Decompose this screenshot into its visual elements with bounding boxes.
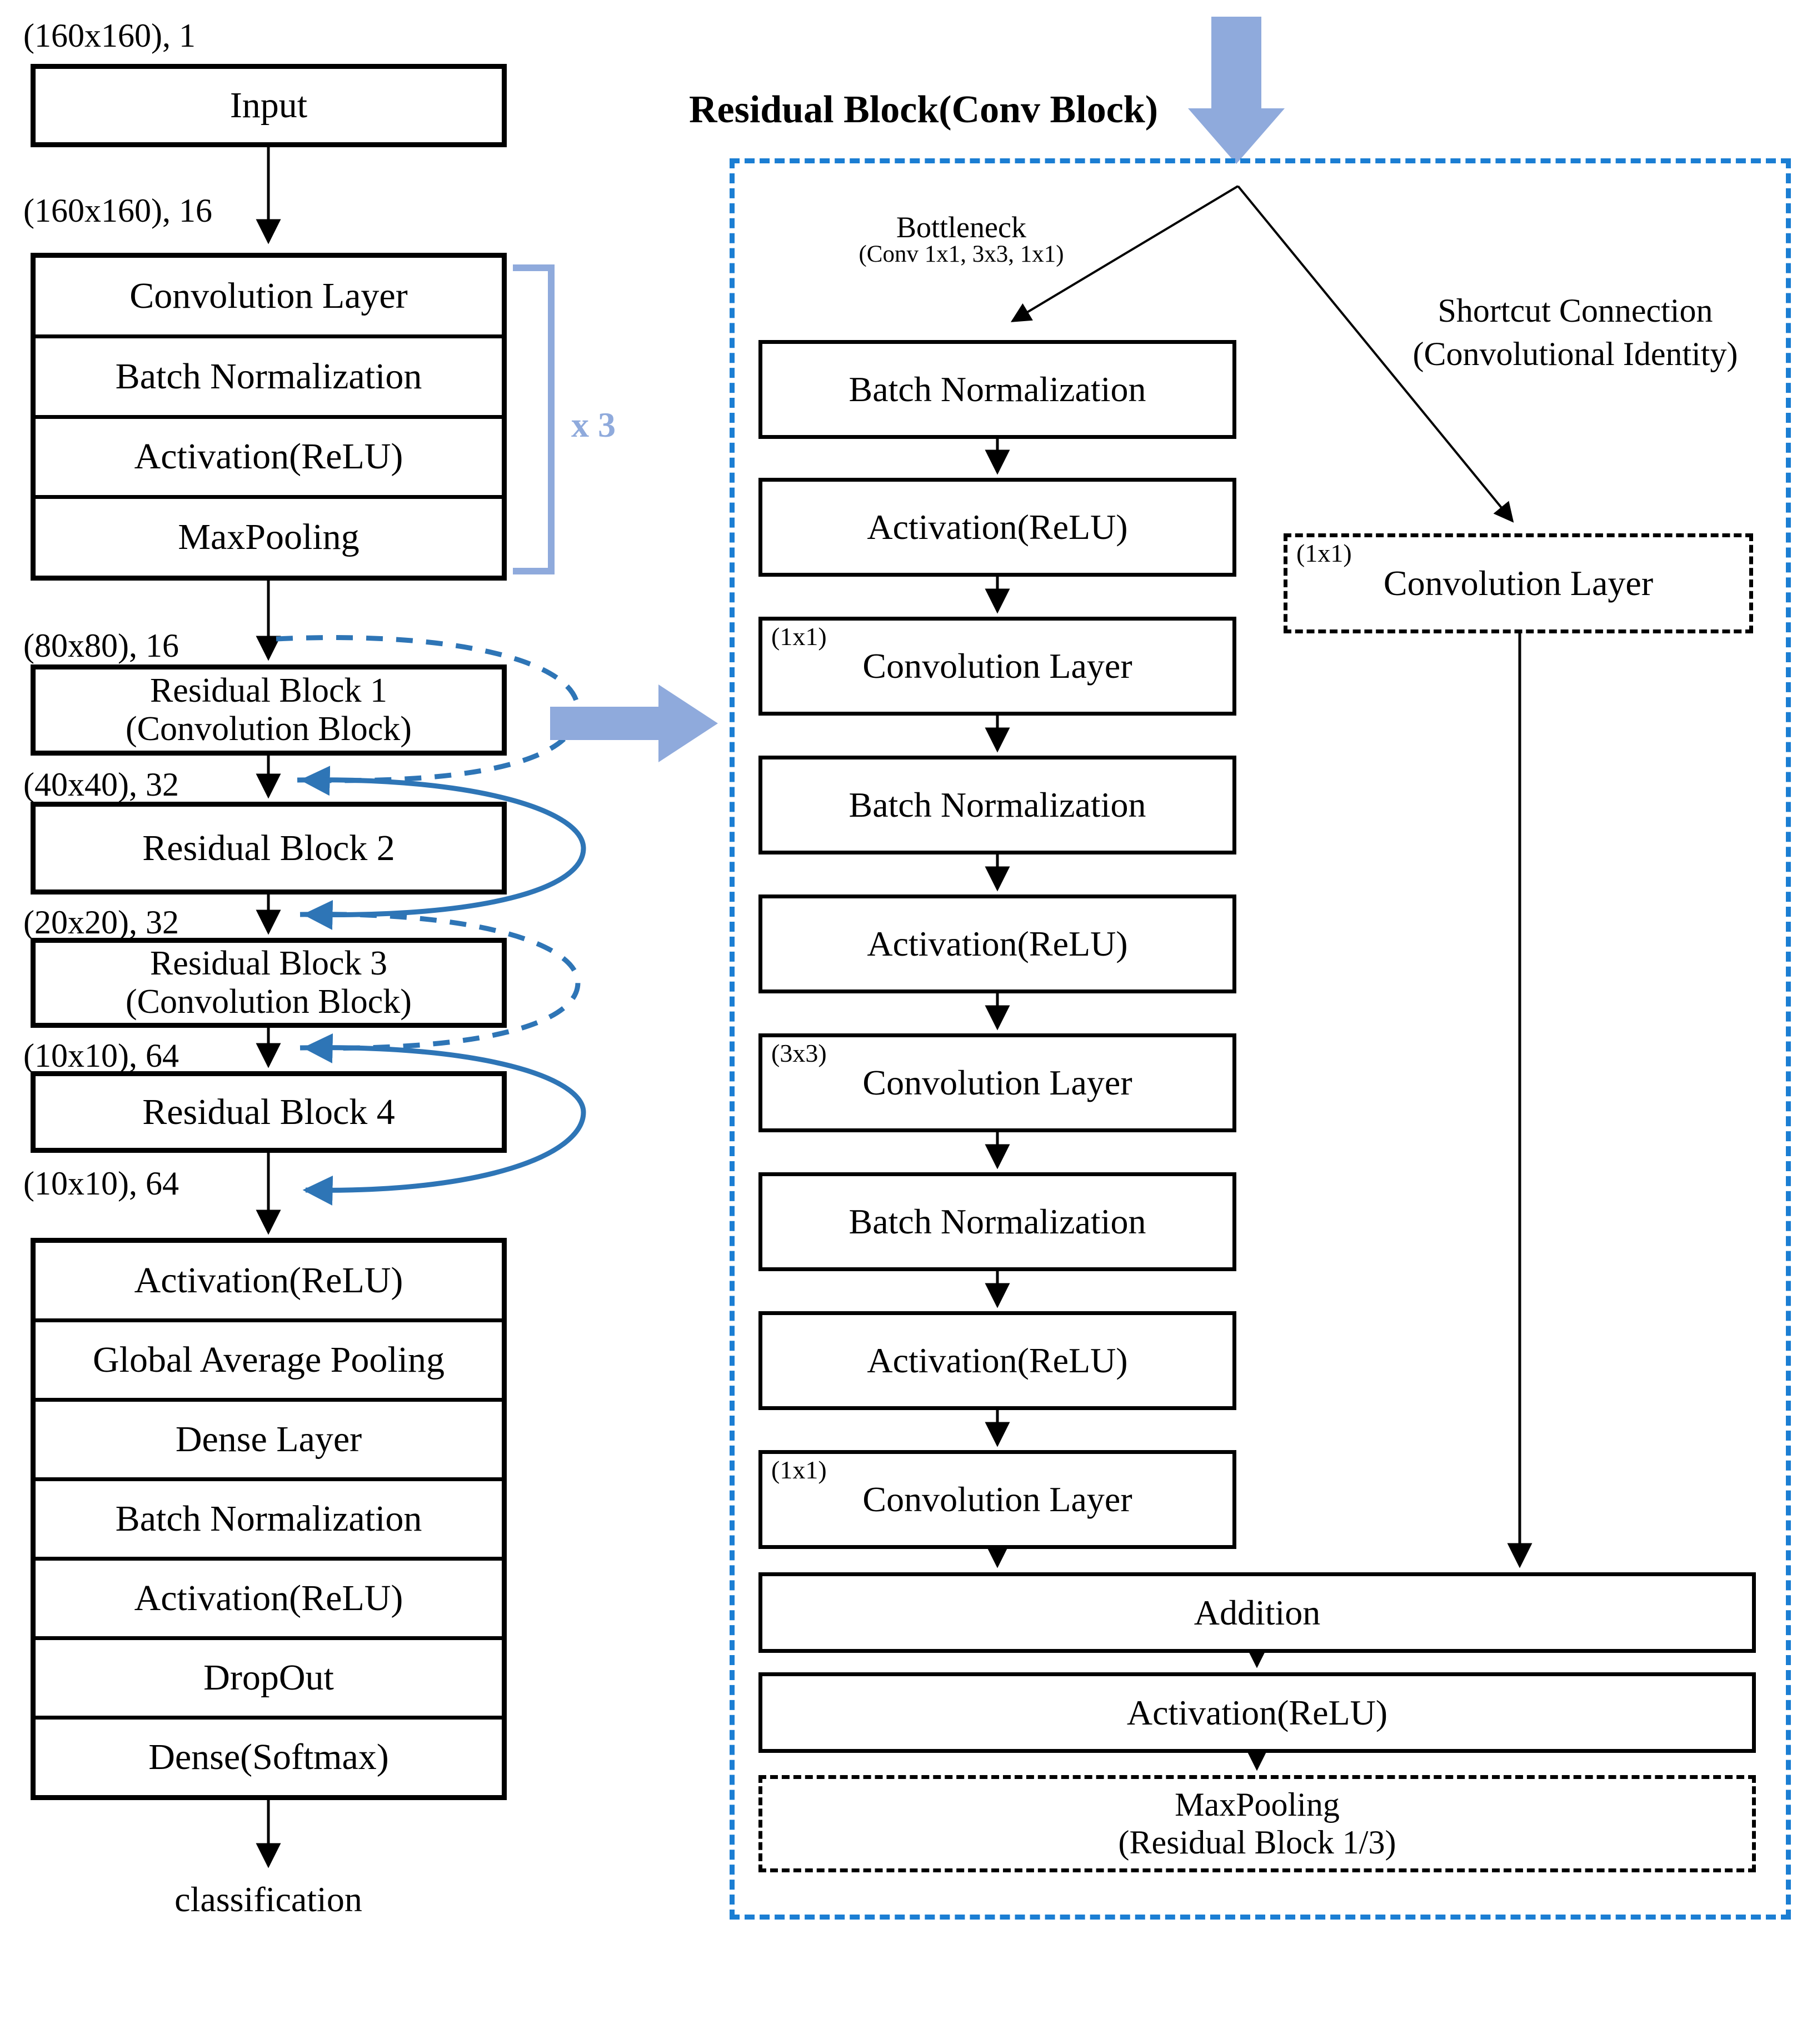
classifier-head-stack: Activation(ReLU) Global Average Pooling … (31, 1238, 507, 1800)
residual-block-4-box: Residual Block 4 (31, 1071, 507, 1153)
residual-block-2-box: Residual Block 2 (31, 802, 507, 894)
size-label-1: (160x160), 1 (23, 17, 196, 54)
layer-label: Batch Normalization (848, 369, 1146, 409)
residual-block-4-line1: Residual Block 4 (142, 1091, 395, 1132)
layer-label: Activation(ReLU) (867, 507, 1128, 547)
size-label-5: (20x20), 32 (23, 904, 179, 941)
shortcut-convolution-box: (1x1) Convolution Layer (1284, 533, 1753, 633)
shortcut-convolution-label: Convolution Layer (1383, 563, 1654, 603)
shortcut-label-line1: Shortcut Connection (1437, 292, 1713, 329)
main-path-activation-relu-3: Activation(ReLU) (758, 1311, 1236, 1410)
input-box: Input (31, 64, 507, 147)
stem-convolution-layer: Convolution Layer (129, 275, 408, 316)
head-global-average-pooling: Global Average Pooling (36, 1318, 502, 1398)
addition-box: Addition (758, 1572, 1756, 1653)
shortcut-label-line2: (Convolutional Identity) (1412, 336, 1738, 372)
head-dense-layer: Dense Layer (36, 1398, 502, 1477)
skip-curve-residual-block-2 (297, 777, 586, 930)
maxpooling-conditional-box: MaxPooling (Residual Block 1/3) (758, 1775, 1756, 1872)
main-path-batch-normalization-2: Batch Normalization (758, 756, 1236, 854)
size-label-4: (40x40), 32 (23, 766, 179, 803)
layer-label: Convolution Layer (862, 1063, 1132, 1103)
main-path-convolution-1x1-a: (1x1) Convolution Layer (758, 617, 1236, 716)
head-activation-relu-2: Activation(ReLU) (36, 1557, 502, 1636)
merged-activation-box: Activation(ReLU) (758, 1672, 1756, 1753)
residual-block-3-line2: (Convolution Block) (126, 983, 412, 1021)
kernel-annotation: (1x1) (771, 1456, 827, 1484)
stem-batch-normalization: Batch Normalization (36, 334, 502, 415)
residual-block-detail-container (730, 158, 1791, 1920)
panel-entry-down-arrow-icon (1188, 17, 1285, 164)
bottleneck-subtitle: (Conv 1x1, 3x3, 1x1) (858, 241, 1064, 267)
shortcut-connection-label: Shortcut Connection (Convolutional Ident… (1345, 289, 1802, 376)
bottleneck-label: Bottleneck (Conv 1x1, 3x3, 1x1) (806, 212, 1117, 266)
head-activation-relu-1: Activation(ReLU) (134, 1260, 403, 1301)
skip-curve-residual-block-1 (276, 635, 581, 796)
right-flow-arrows (985, 439, 1533, 1771)
stem-maxpooling: MaxPooling (36, 495, 502, 576)
shortcut-kernel-annotation: (1x1) (1296, 539, 1352, 567)
kernel-annotation: (1x1) (771, 622, 827, 651)
expand-right-arrow-icon (550, 684, 718, 762)
skip-curve-residual-block-4 (299, 1045, 586, 1206)
size-label-6: (10x10), 64 (23, 1037, 179, 1074)
kernel-annotation: (3x3) (771, 1039, 827, 1067)
size-label-7: (10x10), 64 (23, 1165, 179, 1202)
residual-block-1-line2: (Convolution Block) (126, 710, 412, 748)
addition-label: Addition (1194, 1592, 1321, 1632)
bottleneck-branch-arrow (1010, 185, 1239, 322)
residual-block-2-line1: Residual Block 2 (142, 827, 395, 868)
layer-label: Activation(ReLU) (867, 1341, 1128, 1381)
head-batch-normalization: Batch Normalization (36, 1477, 502, 1557)
residual-block-3-box: Residual Block 3 (Convolution Block) (31, 938, 507, 1028)
layer-label: Batch Normalization (848, 785, 1146, 825)
stem-activation-relu: Activation(ReLU) (36, 414, 502, 496)
main-path-activation-relu-2: Activation(ReLU) (758, 894, 1236, 993)
main-path-convolution-1x1-b: (1x1) Convolution Layer (758, 1450, 1236, 1549)
maxpooling-label: MaxPooling (1175, 1786, 1340, 1823)
main-path-convolution-3x3: (3x3) Convolution Layer (758, 1033, 1236, 1132)
head-dense-softmax: Dense(Softmax) (36, 1716, 502, 1795)
residual-block-1-line1: Residual Block 1 (149, 671, 388, 709)
repeat-bracket (513, 264, 555, 574)
detail-panel-title: Residual Block(Conv Block) (689, 88, 1158, 131)
maxpooling-condition-label: (Residual Block 1/3) (1118, 1823, 1396, 1861)
main-path-activation-relu-1: Activation(ReLU) (758, 478, 1236, 577)
head-dropout: DropOut (36, 1636, 502, 1716)
shortcut-branch-arrow (1237, 185, 1514, 523)
merged-activation-label: Activation(ReLU) (1126, 1692, 1388, 1732)
input-label: Input (229, 85, 308, 126)
bottleneck-title: Bottleneck (896, 211, 1026, 244)
layer-label: Convolution Layer (862, 646, 1132, 686)
main-path-batch-normalization-3: Batch Normalization (758, 1172, 1236, 1271)
main-path-batch-normalization-1: Batch Normalization (758, 340, 1236, 439)
layer-label: Convolution Layer (862, 1480, 1132, 1520)
repeat-count-label: x 3 (571, 405, 616, 444)
size-label-2: (160x160), 16 (23, 192, 212, 229)
classification-output-label: classification (174, 1880, 362, 1919)
stem-layer-stack: Convolution Layer Batch Normalization Ac… (31, 253, 507, 581)
layer-label: Activation(ReLU) (867, 924, 1128, 964)
layer-label: Batch Normalization (848, 1202, 1146, 1242)
size-label-3: (80x80), 16 (23, 627, 179, 664)
residual-block-1-box: Residual Block 1 (Convolution Block) (31, 664, 507, 756)
split-lines (1010, 185, 1514, 523)
skip-connection-curves (276, 635, 586, 1206)
residual-block-3-line1: Residual Block 3 (149, 944, 388, 982)
